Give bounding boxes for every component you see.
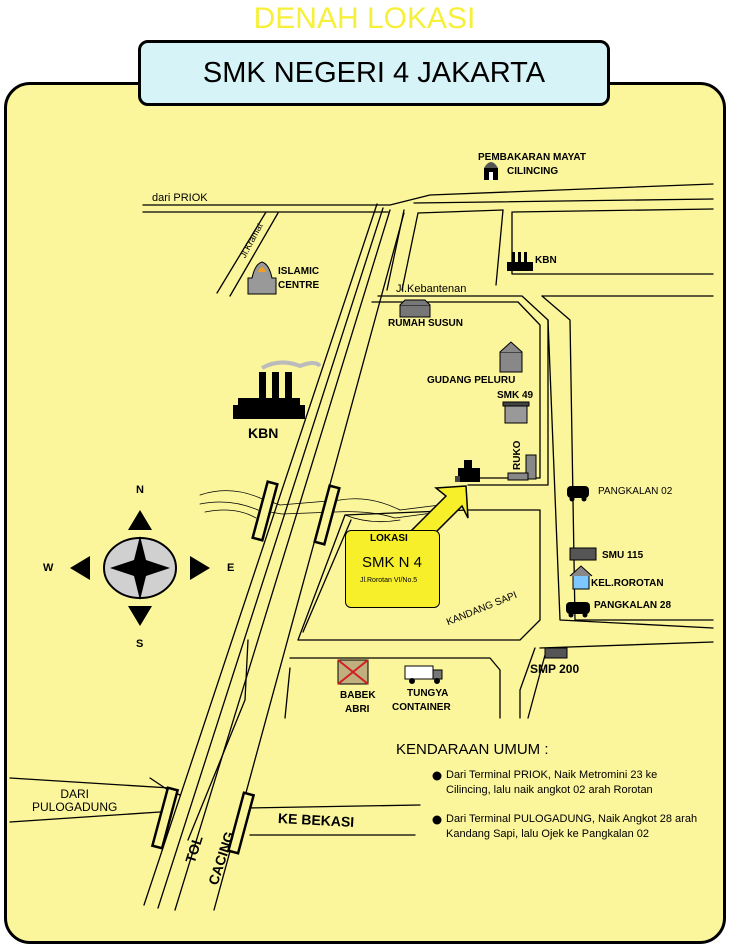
smk4-building-icon — [455, 460, 480, 482]
label-rumah-susun: RUMAH SUSUN — [388, 318, 463, 329]
label-babek: BABEK — [340, 690, 376, 701]
legend-item-1: Dari Terminal PRIOK, Naik Metromini 23 k… — [446, 769, 658, 796]
label-centre: CENTRE — [278, 280, 320, 291]
compass-s: S — [136, 638, 144, 650]
road-label-jl-kebantenan: Jl.Kebantenan — [396, 283, 467, 295]
pangkalan28-vehicle-icon — [566, 602, 590, 618]
label-tungya: TUNGYA — [407, 688, 449, 699]
compass-rose-icon — [70, 510, 210, 626]
kbn-factory-icon — [233, 360, 322, 419]
islamic-centre-icon — [247, 261, 277, 295]
compass-w: W — [43, 562, 54, 574]
smu115-building-icon — [569, 547, 597, 561]
crematorium-icon — [484, 162, 498, 180]
toll-bridges — [150, 480, 341, 855]
label-container: CONTAINER — [392, 702, 451, 713]
kel-rorotan-house-icon — [569, 565, 593, 590]
smp200-building-icon — [544, 647, 568, 659]
label-pangkalan02: PANGKALAN 02 — [598, 486, 673, 497]
label-ruko: RUKO — [512, 440, 523, 470]
compass-e: E — [227, 562, 235, 574]
label-gudang-peluru: GUDANG PELURU — [427, 375, 516, 386]
kbn-small-icon — [507, 252, 533, 271]
apartment-icon — [399, 299, 431, 318]
location-address: Jl.Rorotan VI/No.5 — [360, 577, 418, 584]
location-box — [345, 530, 440, 608]
smk49-building-icon — [502, 401, 530, 424]
label-abri: ABRI — [345, 704, 370, 715]
babek-abri-icon — [337, 659, 369, 685]
label-smp200: SMP 200 — [530, 662, 580, 676]
subtitle-text: SMK NEGERI 4 JAKARTA — [202, 56, 546, 89]
road-label-dari-priok: dari PRIOK — [152, 192, 208, 204]
label-islamic: ISLAMIC — [278, 266, 320, 277]
location-name: SMK N 4 — [362, 554, 423, 571]
legend-bullet-2 — [432, 815, 442, 825]
label-smu115: SMU 115 — [602, 550, 644, 561]
pangkalan02-vehicle-icon — [567, 486, 589, 502]
label-smk49: SMK 49 — [497, 390, 534, 401]
label-pangkalan28: PANGKALAN 28 — [594, 600, 672, 611]
label-cilincing: CILINCING — [507, 166, 559, 177]
label-kbn-small: KBN — [535, 255, 557, 266]
label-kel-rorotan: KEL.ROROTAN — [591, 578, 664, 589]
ruko-building-icon — [507, 454, 537, 481]
map-title: DENAH LOKASI — [253, 2, 476, 35]
road-label-dari-pulogadung: DARI PULOGADUNG — [32, 787, 118, 814]
warehouse-icon — [499, 341, 523, 373]
compass-n: N — [136, 484, 144, 496]
location-label: LOKASI — [370, 533, 408, 544]
label-kbn-big: KBN — [248, 425, 279, 441]
label-pembakaran-mayat: PEMBAKARAN MAYAT — [478, 152, 586, 163]
legend-bullet-1 — [432, 771, 442, 781]
legend-item-2: Dari Terminal PULOGADUNG, Naik Angkot 28… — [446, 813, 698, 840]
subtitle-box: SMK NEGERI 4 JAKARTA — [138, 40, 610, 106]
legend-title: KENDARAAN UMUM : — [396, 741, 549, 758]
container-truck-icon — [404, 665, 443, 684]
map-frame — [4, 82, 726, 944]
